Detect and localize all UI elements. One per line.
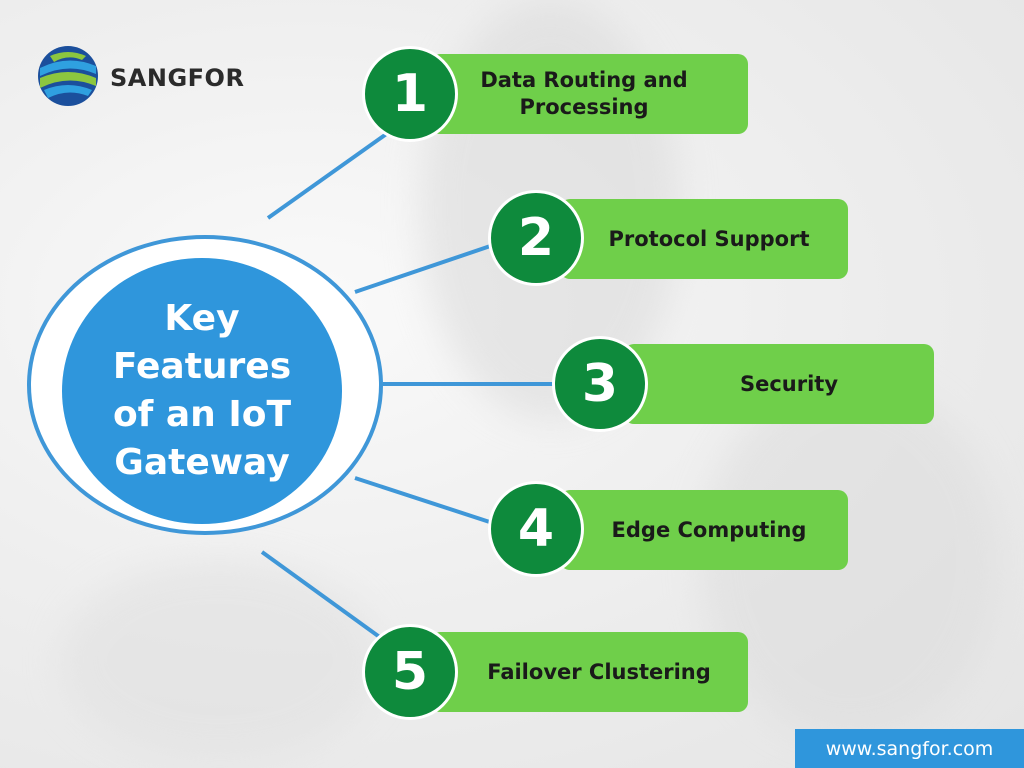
hub-title: Key Features of an IoT Gateway — [112, 298, 292, 483]
feature-bar-3: Security — [624, 344, 934, 424]
connector-2 — [354, 238, 509, 294]
globe-icon — [36, 44, 100, 112]
feature-label: Security — [739, 371, 839, 396]
feature-number-badge: 3 — [552, 336, 648, 432]
feature-label: Protocol Support — [608, 226, 810, 251]
feature-bar-1: Data Routing and Processing — [430, 54, 748, 134]
feature-number-badge: 1 — [362, 46, 458, 142]
feature-label: Failover Clustering — [487, 659, 711, 684]
feature-label: Data Routing and Processing — [480, 68, 688, 119]
feature-bar-2: Protocol Support — [560, 199, 848, 279]
background-fold — [60, 560, 380, 760]
connector-1 — [266, 128, 394, 220]
feature-bar-5: Failover Clustering — [430, 632, 748, 712]
feature-label: Edge Computing — [611, 517, 807, 542]
feature-number-badge: 2 — [488, 190, 584, 286]
feature-number-badge: 5 — [362, 624, 458, 720]
connector-4 — [354, 476, 509, 530]
brand-name: SANGFOR — [110, 64, 245, 92]
website-link[interactable]: www.sangfor.com — [795, 729, 1024, 768]
feature-number-badge: 4 — [488, 481, 584, 577]
brand-logo: SANGFOR — [36, 44, 244, 112]
hub-circle: Key Features of an IoT Gateway — [62, 258, 342, 524]
feature-bar-4: Edge Computing — [560, 490, 848, 570]
connector-5 — [260, 550, 394, 648]
